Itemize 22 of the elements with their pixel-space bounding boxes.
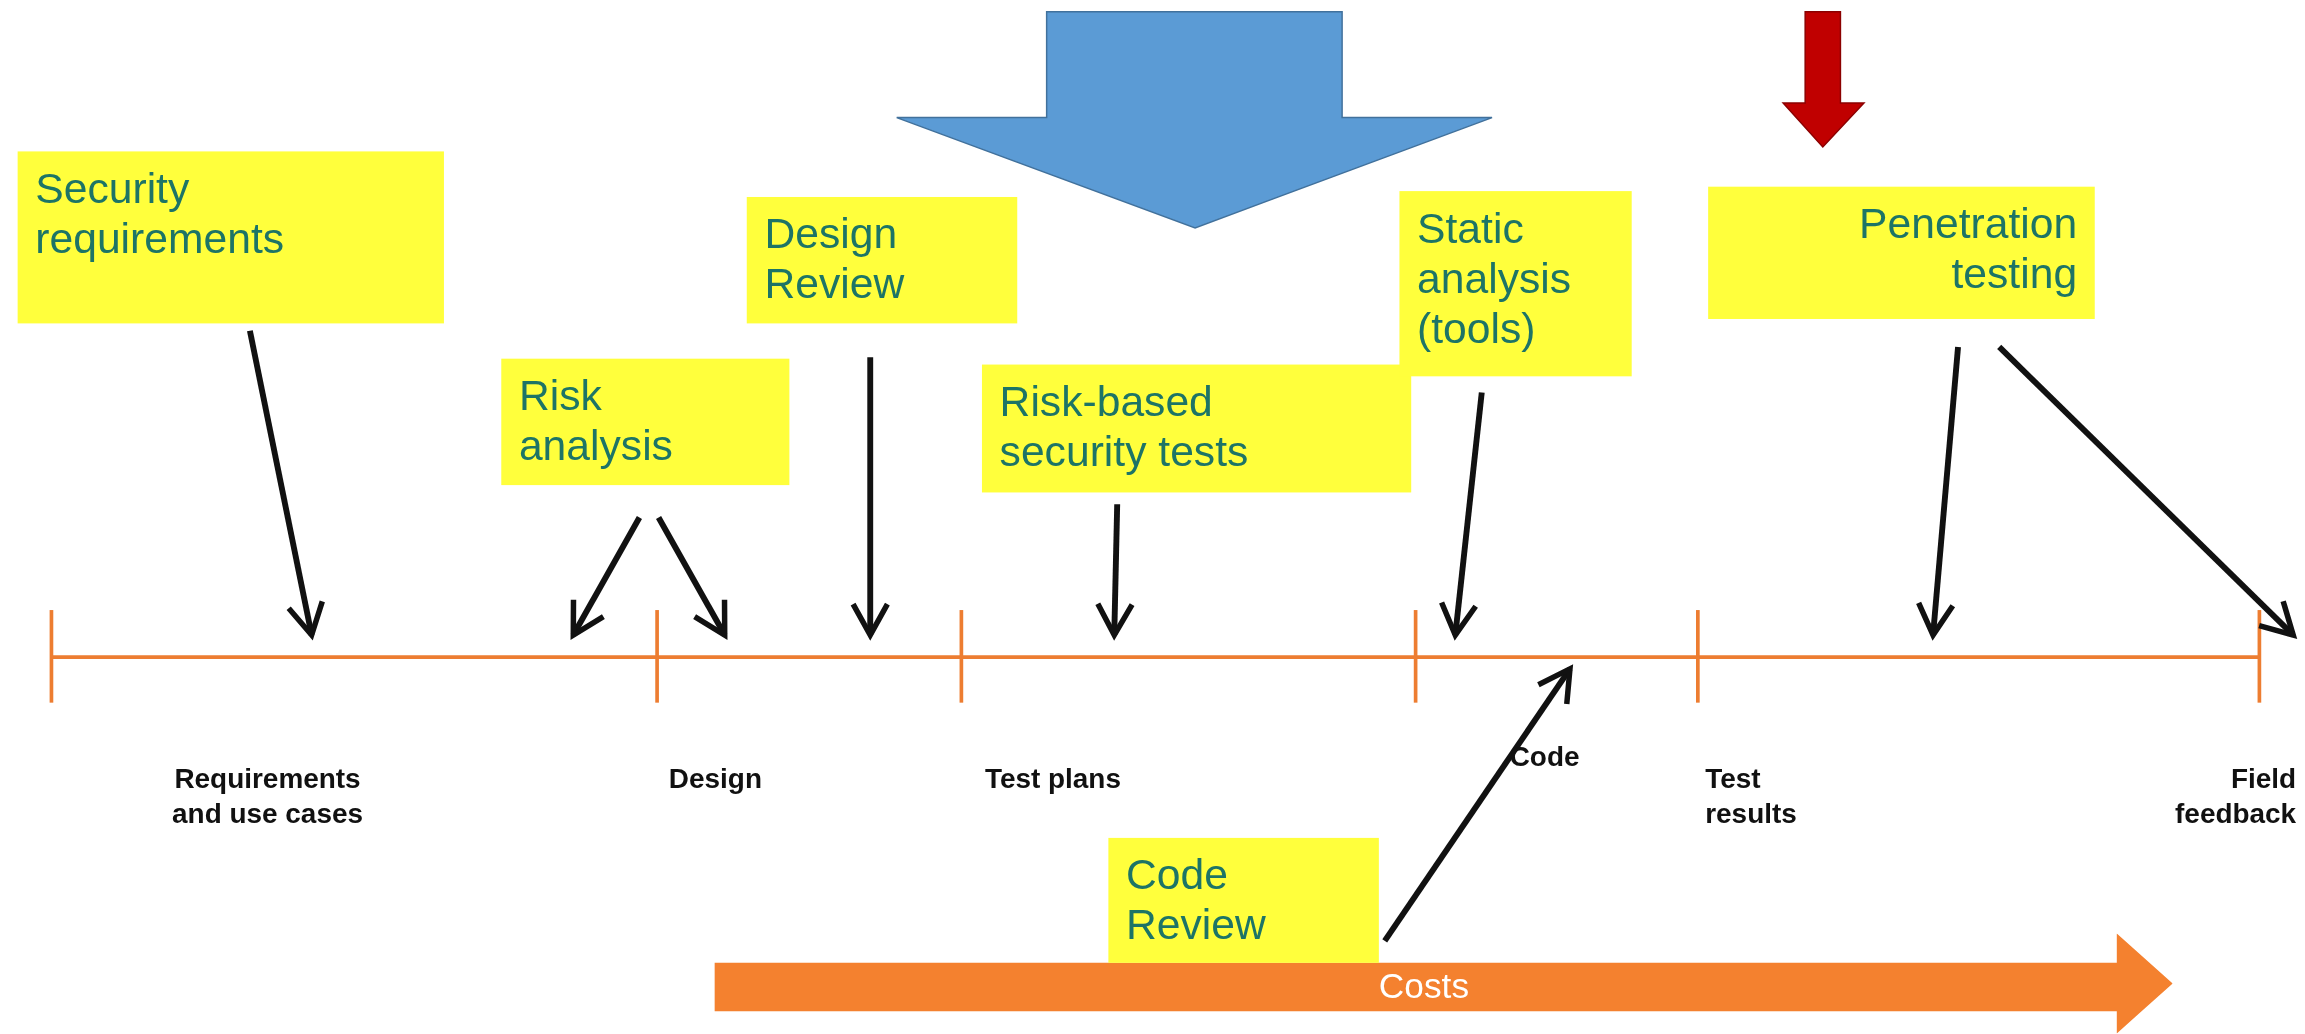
phase-label: Requirements and use cases	[171, 761, 364, 832]
arrow	[850, 357, 891, 638]
arrow	[1382, 666, 1573, 943]
note-box: Risk analysis	[501, 358, 790, 486]
arrow	[1997, 344, 2296, 638]
phase-label: Field feedback	[2174, 761, 2297, 832]
phase-label: Test plans	[984, 761, 1122, 796]
arrow-label: Costs	[1378, 964, 1470, 1008]
note-box: Security requirements	[17, 151, 444, 324]
note-box: Code Review	[1108, 837, 1379, 963]
arrow	[1915, 346, 1961, 638]
arrow	[247, 330, 326, 638]
phase-label: Test results	[1705, 761, 1798, 832]
note-box: Risk-based security tests	[981, 364, 1412, 493]
phase-label: Design	[668, 761, 763, 796]
note-box: Penetration testing	[1708, 186, 2095, 319]
arrow	[656, 516, 728, 638]
arrow	[1095, 504, 1135, 638]
note-box: Design Review	[746, 197, 1018, 324]
arrow	[570, 516, 642, 638]
arrow	[1438, 392, 1485, 638]
note-box: Static analysis (tools)	[1399, 191, 1632, 377]
